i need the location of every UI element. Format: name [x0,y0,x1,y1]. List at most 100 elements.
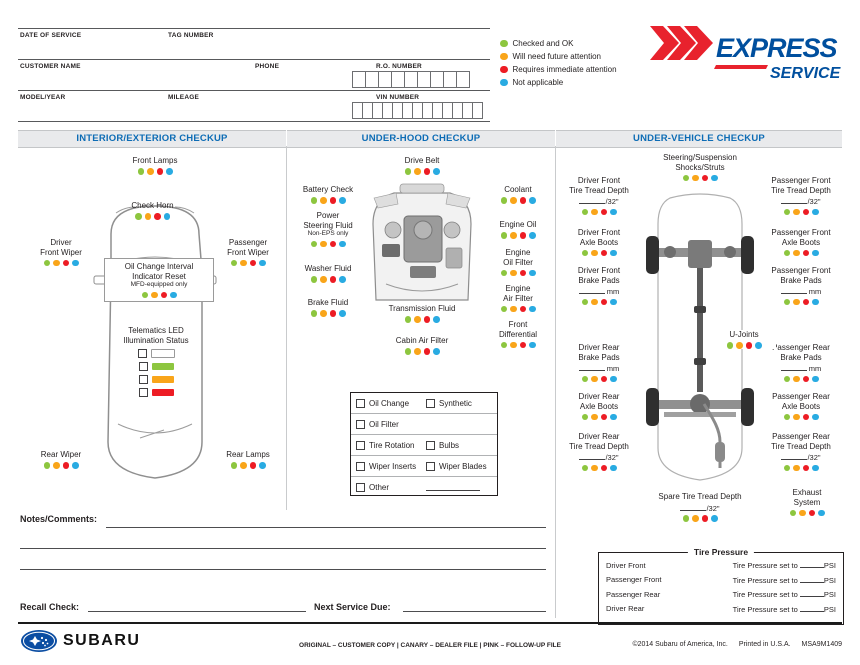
status-dot-immediate-attention[interactable] [329,197,336,204]
status-dot-not-applicable[interactable] [812,413,819,421]
status-dot-ok[interactable] [404,168,411,175]
status-dot-not-applicable[interactable] [529,341,536,349]
checkbox[interactable] [137,349,147,359]
status-dot-ok[interactable] [783,413,790,421]
status-dot-immediate-attention[interactable] [329,310,336,317]
comb-cell[interactable] [352,71,366,88]
status-dot-ok[interactable] [581,249,588,257]
status-dot-immediate-attention[interactable] [156,168,163,175]
status-dot-immediate-attention[interactable] [802,249,809,257]
status-dot-not-applicable[interactable] [529,305,536,313]
comb-cell[interactable] [463,102,473,119]
status-dot-immediate-attention[interactable] [519,269,526,277]
status-dot-not-applicable[interactable] [812,298,819,306]
comb-cell[interactable] [418,71,431,88]
status-dot-ok[interactable] [500,232,507,239]
status-dot-not-applicable[interactable] [812,375,819,383]
measurement-blank[interactable]: /32" [759,452,843,462]
measurement-blank[interactable]: /32" [557,196,641,206]
status-dot-ok[interactable] [310,276,317,283]
status-dot-future-attention[interactable] [591,413,598,421]
status-dot-not-applicable[interactable] [433,348,440,355]
status-dot-immediate-attention[interactable] [423,168,430,175]
measurement-blank[interactable]: /32" [640,503,760,513]
status-dot-not-applicable[interactable] [259,259,266,267]
comb-cell[interactable] [453,102,463,119]
status-dot-ok[interactable] [783,249,790,257]
status-dot-future-attention[interactable] [320,310,327,317]
status-dot-future-attention[interactable] [151,291,158,299]
status-dot-immediate-attention[interactable] [802,375,809,383]
status-dot-immediate-attention[interactable] [329,240,336,248]
checkbox[interactable] [356,398,365,408]
status-dot-immediate-attention[interactable] [423,316,430,323]
status-dot-future-attention[interactable] [510,341,517,349]
status-dot-immediate-attention[interactable] [600,413,607,421]
status-dot-ok[interactable] [783,464,790,472]
status-dot-future-attention[interactable] [591,208,598,216]
status-dot-future-attention[interactable] [793,375,800,383]
comb-cell[interactable] [431,71,444,88]
status-dot-future-attention[interactable] [510,232,517,239]
status-dot-not-applicable[interactable] [529,197,536,204]
status-dot-immediate-attention[interactable] [519,232,526,239]
status-dot-future-attention[interactable] [793,249,800,257]
status-dot-future-attention[interactable] [799,509,806,517]
status-dot-not-applicable[interactable] [339,310,346,317]
checkbox[interactable] [356,440,365,450]
status-dot-immediate-attention[interactable] [600,208,607,216]
status-dot-immediate-attention[interactable] [600,375,607,383]
measurement-blank[interactable]: mm [759,286,843,296]
status-dot-not-applicable[interactable] [339,197,346,204]
status-dot-future-attention[interactable] [53,462,60,469]
recall-check-line[interactable] [88,611,306,612]
status-dot-future-attention[interactable] [793,298,800,306]
comb-cell[interactable] [393,102,403,119]
measurement-blank[interactable]: mm [759,363,843,373]
status-dot-immediate-attention[interactable] [808,509,815,517]
next-service-due-line[interactable] [403,611,546,612]
status-dot-not-applicable[interactable] [433,316,440,323]
tire-pressure-entry[interactable]: Tire Pressure set to PSI [733,604,836,614]
status-dot-ok[interactable] [581,464,588,472]
status-dot-ok[interactable] [783,298,790,306]
status-dot-future-attention[interactable] [692,174,699,182]
status-dot-not-applicable[interactable] [610,464,617,472]
checkbox[interactable] [138,362,148,372]
status-dot-ok[interactable] [682,174,689,182]
status-dot-ok[interactable] [682,515,689,522]
comb-cell[interactable] [443,102,453,119]
status-dot-immediate-attention[interactable] [154,213,161,220]
status-dot-ok[interactable] [500,197,507,204]
status-dot-not-applicable[interactable] [72,462,79,469]
field-row-2[interactable]: CUSTOMER NAME PHONE R.O. NUMBER [18,60,490,91]
measurement-blank[interactable]: mm [557,363,641,373]
status-dot-immediate-attention[interactable] [802,413,809,421]
comb-cell[interactable] [413,102,423,119]
status-dot-not-applicable[interactable] [610,208,617,216]
status-dot-future-attention[interactable] [320,276,327,283]
status-dot-not-applicable[interactable] [170,291,177,299]
status-dot-ok[interactable] [783,208,790,216]
tire-pressure-entry[interactable]: Tire Pressure set to PSI [733,560,836,570]
status-dot-ok[interactable] [137,168,144,175]
status-dot-immediate-attention[interactable] [519,197,526,204]
tire-pressure-entry[interactable]: Tire Pressure set to PSI [733,589,836,599]
notes-line-3[interactable] [20,569,546,570]
status-dot-ok[interactable] [581,298,588,306]
status-dot-ok[interactable] [581,375,588,383]
comb-cell[interactable] [392,71,405,88]
status-dot-ok[interactable] [500,305,507,313]
notes-line-2[interactable] [20,548,546,549]
status-dot-immediate-attention[interactable] [745,342,752,349]
status-dot-not-applicable[interactable] [259,462,266,469]
status-dot-not-applicable[interactable] [610,249,617,257]
status-dot-immediate-attention[interactable] [62,462,69,469]
vin-number-comb-field[interactable] [352,102,483,119]
status-dot-immediate-attention[interactable] [802,464,809,472]
comb-cell[interactable] [433,102,443,119]
checkbox[interactable] [356,482,365,492]
status-dot-ok[interactable] [141,291,148,299]
status-dot-not-applicable[interactable] [339,240,346,248]
status-dot-immediate-attention[interactable] [249,462,256,469]
